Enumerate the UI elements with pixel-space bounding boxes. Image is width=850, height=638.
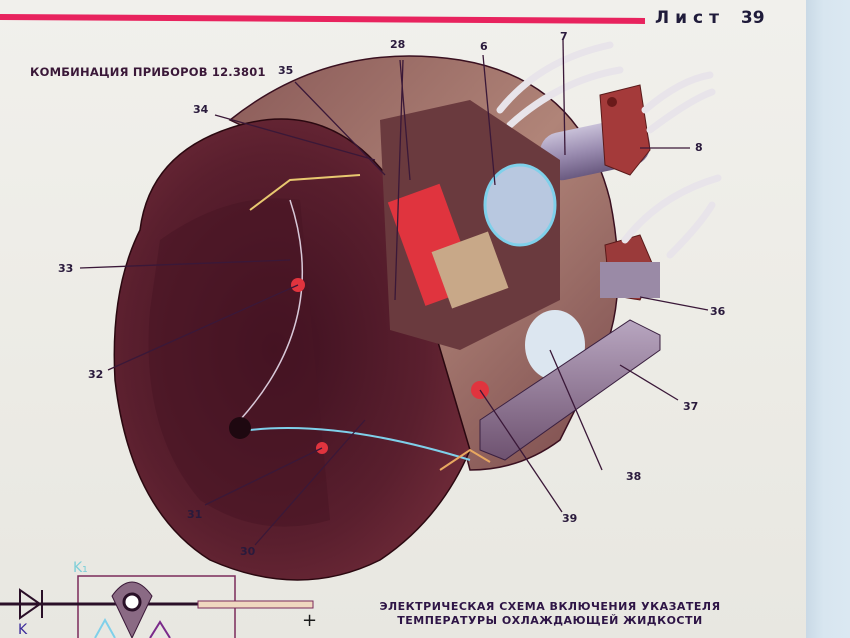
callout-30: 30 bbox=[240, 545, 256, 558]
schematic-caption: ЭЛЕКТРИЧЕСКАЯ СХЕМА ВКЛЮЧЕНИЯ УКАЗАТЕЛЯ … bbox=[370, 600, 730, 628]
leader-lines bbox=[79, 39, 709, 546]
callout-31: 31 bbox=[187, 508, 203, 521]
caption-line-2: ТЕМПЕРАТУРЫ ОХЛАЖДАЮЩЕЙ ЖИДКОСТИ bbox=[397, 614, 703, 627]
lower-connector bbox=[600, 174, 722, 301]
plus-label: + bbox=[302, 610, 318, 631]
k-label: K bbox=[18, 622, 28, 638]
callout-28: 28 bbox=[390, 38, 406, 51]
electrical-schematic bbox=[0, 575, 314, 638]
diagram-title: КОМБИНАЦИЯ ПРИБОРОВ 12.3801 bbox=[30, 65, 266, 79]
sheet-label-text: Лист bbox=[655, 8, 725, 28]
callout-38: 38 bbox=[626, 470, 642, 483]
terminal-bar bbox=[479, 319, 661, 461]
callout-33: 33 bbox=[58, 262, 74, 275]
callout-8: 8 bbox=[695, 141, 703, 154]
callout-34: 34 bbox=[193, 103, 209, 116]
caption-line-1: ЭЛЕКТРИЧЕСКАЯ СХЕМА ВКЛЮЧЕНИЯ УКАЗАТЕЛЯ bbox=[379, 600, 721, 613]
callout-32: 32 bbox=[88, 368, 104, 381]
housing-front bbox=[113, 118, 471, 581]
callout-37: 37 bbox=[683, 400, 699, 413]
callout-36: 36 bbox=[710, 305, 726, 318]
callout-39: 39 bbox=[562, 512, 578, 525]
relay-label: K₁ bbox=[73, 560, 88, 576]
dial-details bbox=[229, 174, 491, 471]
callout-35: 35 bbox=[278, 64, 294, 77]
sheet-number: 39 bbox=[740, 8, 765, 28]
wires-top bbox=[496, 41, 716, 134]
page-edge-background bbox=[806, 0, 850, 638]
diode-symbol bbox=[19, 588, 42, 620]
mechanism bbox=[380, 100, 585, 380]
callout-7: 7 bbox=[560, 30, 568, 43]
connector-tube bbox=[539, 84, 651, 181]
callout-6: 6 bbox=[480, 40, 488, 53]
sheet-label: Лист 39 bbox=[655, 8, 765, 28]
